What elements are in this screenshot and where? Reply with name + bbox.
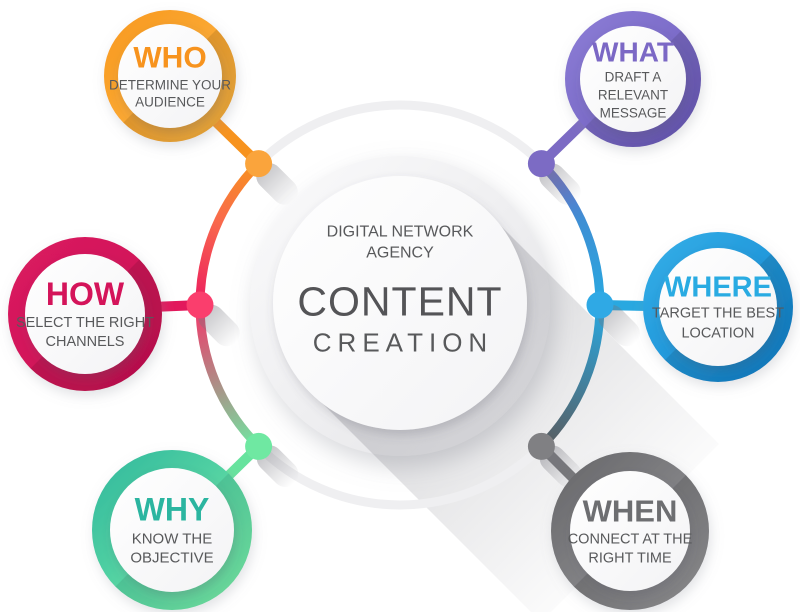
dot-what <box>527 150 555 178</box>
node-who-circle <box>104 10 236 142</box>
who-inner <box>118 24 222 128</box>
ring-arc-left <box>195 160 262 306</box>
dot-how <box>186 291 214 319</box>
node-how-circle <box>8 237 162 391</box>
dot-when <box>527 432 555 460</box>
how-inner <box>25 254 145 374</box>
when-inner <box>570 471 690 591</box>
dot-who <box>245 150 273 178</box>
node-why-circle <box>92 450 252 610</box>
ring-dots <box>186 150 614 460</box>
ring-arc-bottom-right <box>538 304 605 450</box>
node-when-circle <box>551 452 709 610</box>
why-inner <box>110 468 234 592</box>
dot-why <box>245 432 273 460</box>
dot-where <box>586 291 614 319</box>
node-what-circle <box>565 11 701 147</box>
what-inner <box>580 26 686 132</box>
center-circle <box>273 176 527 430</box>
ring-arc-top <box>255 100 545 167</box>
where-inner <box>659 248 777 366</box>
